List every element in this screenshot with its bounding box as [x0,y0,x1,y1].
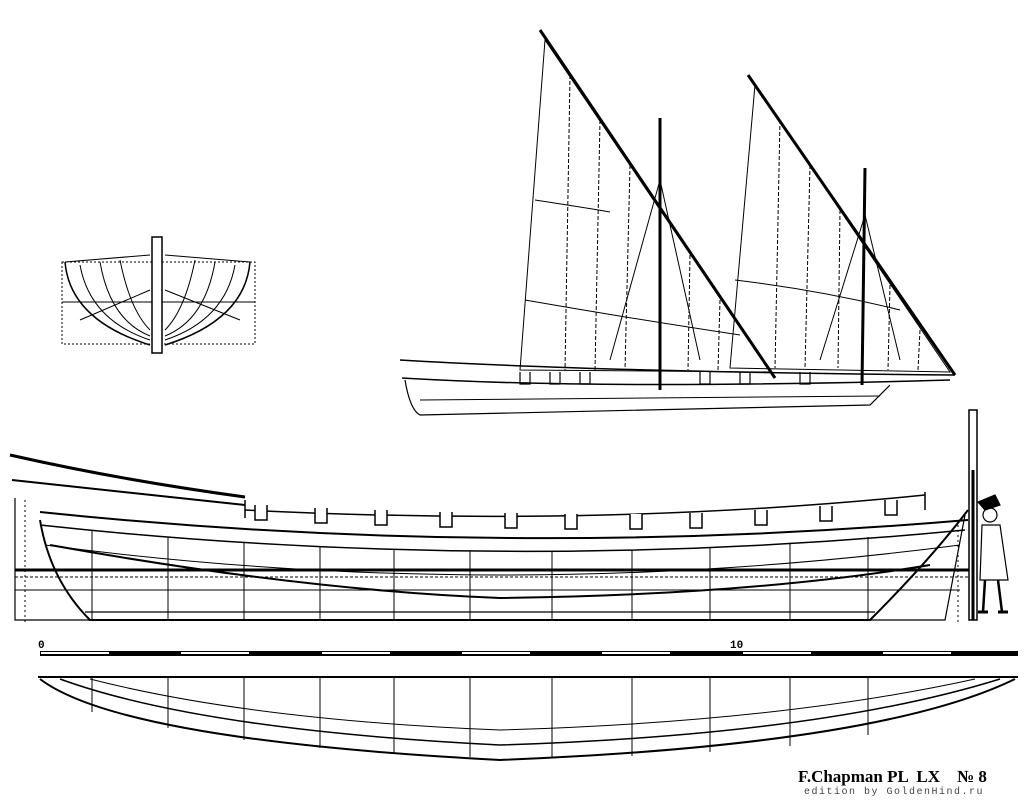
sheer-profile [9,409,978,625]
scale-label-zero: 0 [38,640,45,652]
half-breadth-plan [38,676,1018,762]
human-figure-for-scale [976,494,1009,614]
plate-title: F.Chapman PL LX № 8 [798,767,987,786]
sail-plan [399,29,957,416]
edition-credit: edition by GoldenHind.ru [804,787,985,798]
scale-label-ten: 10 [730,640,744,652]
scale-bar [40,651,1018,656]
body-plan [61,236,256,354]
